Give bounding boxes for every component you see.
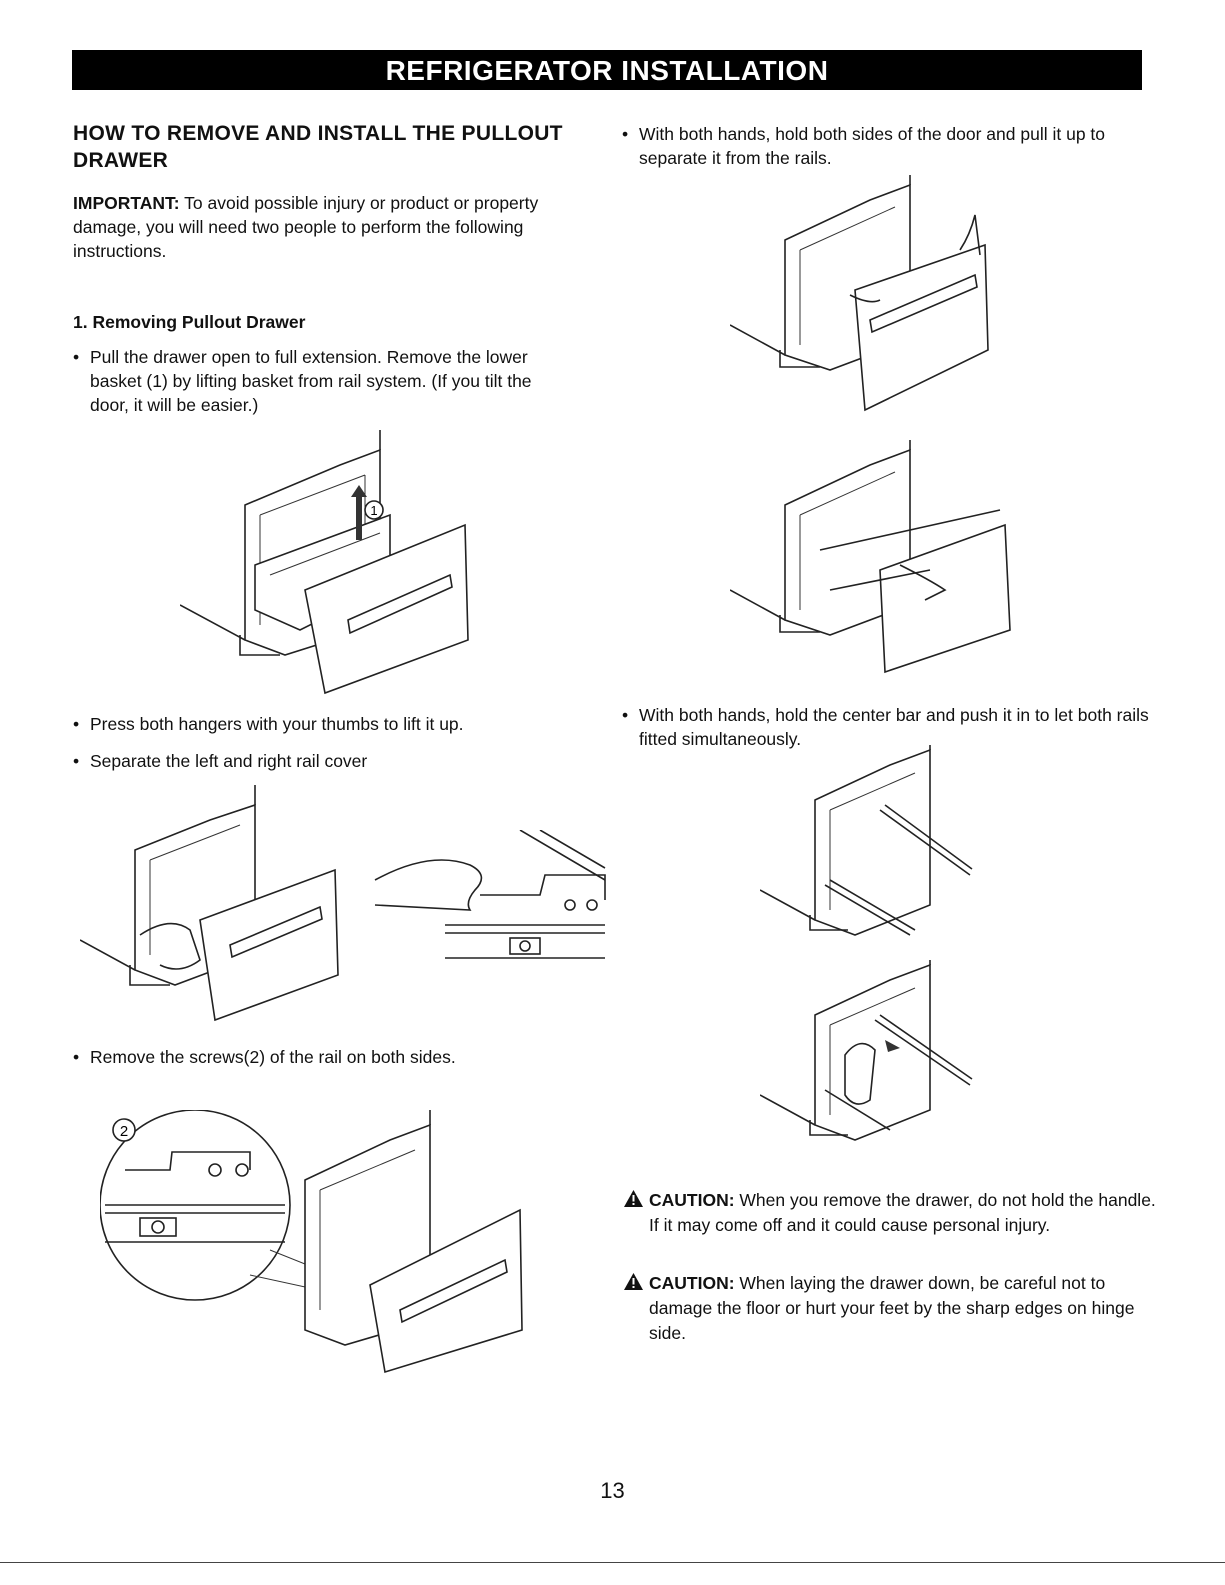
warning-icon — [624, 1190, 643, 1207]
caution-text: When laying the drawer down, be careful … — [649, 1273, 1135, 1343]
illustration-center-bar — [760, 745, 973, 936]
bottom-rule — [0, 1562, 1225, 1563]
illustration-remove-basket: 1 — [180, 430, 469, 695]
bullet-pull-door: With both hands, hold both sides of the … — [622, 122, 1154, 170]
page-banner: REFRIGERATOR INSTALLATION — [72, 50, 1142, 90]
bullet-press-hangers: Press both hangers with your thumbs to l… — [73, 712, 560, 736]
callout-2-circle — [112, 1118, 136, 1142]
important-note: IMPORTANT: To avoid possible injury or p… — [73, 191, 593, 263]
step1-title: 1. Removing Pullout Drawer — [73, 312, 306, 332]
caution-lay-drawer: CAUTION: When laying the drawer down, be… — [624, 1271, 1159, 1346]
caution-label: CAUTION: — [649, 1273, 735, 1293]
bullet-pull-drawer: Pull the drawer open to full extension. … — [73, 345, 565, 417]
illustration-remove-screws: 2 — [100, 1110, 523, 1374]
callout-2-text: 2 — [120, 1123, 128, 1140]
important-text: To avoid possible injury or product or p… — [73, 193, 539, 261]
illustration-rail-cover-detail — [374, 830, 606, 959]
section-title: HOW TO REMOVE AND INSTALL THE PULLOUT DR… — [73, 122, 563, 172]
warning-icon — [624, 1273, 643, 1290]
illustration-push-center-bar — [760, 960, 973, 1141]
illustration-press-hangers — [80, 785, 339, 1022]
page-number: 13 — [600, 1478, 625, 1503]
bullet-remove-screws: Remove the screws(2) of the rail on both… — [73, 1045, 560, 1069]
caution-text: When you remove the drawer, do not hold … — [649, 1190, 1156, 1235]
important-label: IMPORTANT: — [73, 193, 180, 213]
illustration-pull-door-up — [730, 175, 989, 412]
illustration-tilt-door — [730, 440, 1011, 674]
callout-1-text: 1 — [370, 503, 377, 518]
callout-1-circle — [364, 500, 384, 520]
bullet-center-bar: With both hands, hold the center bar and… — [622, 703, 1159, 751]
caution-hold-handle: CAUTION: When you remove the drawer, do … — [624, 1188, 1159, 1238]
caution-label: CAUTION: — [649, 1190, 735, 1210]
bullet-separate-covers: Separate the left and right rail cover — [73, 749, 560, 773]
